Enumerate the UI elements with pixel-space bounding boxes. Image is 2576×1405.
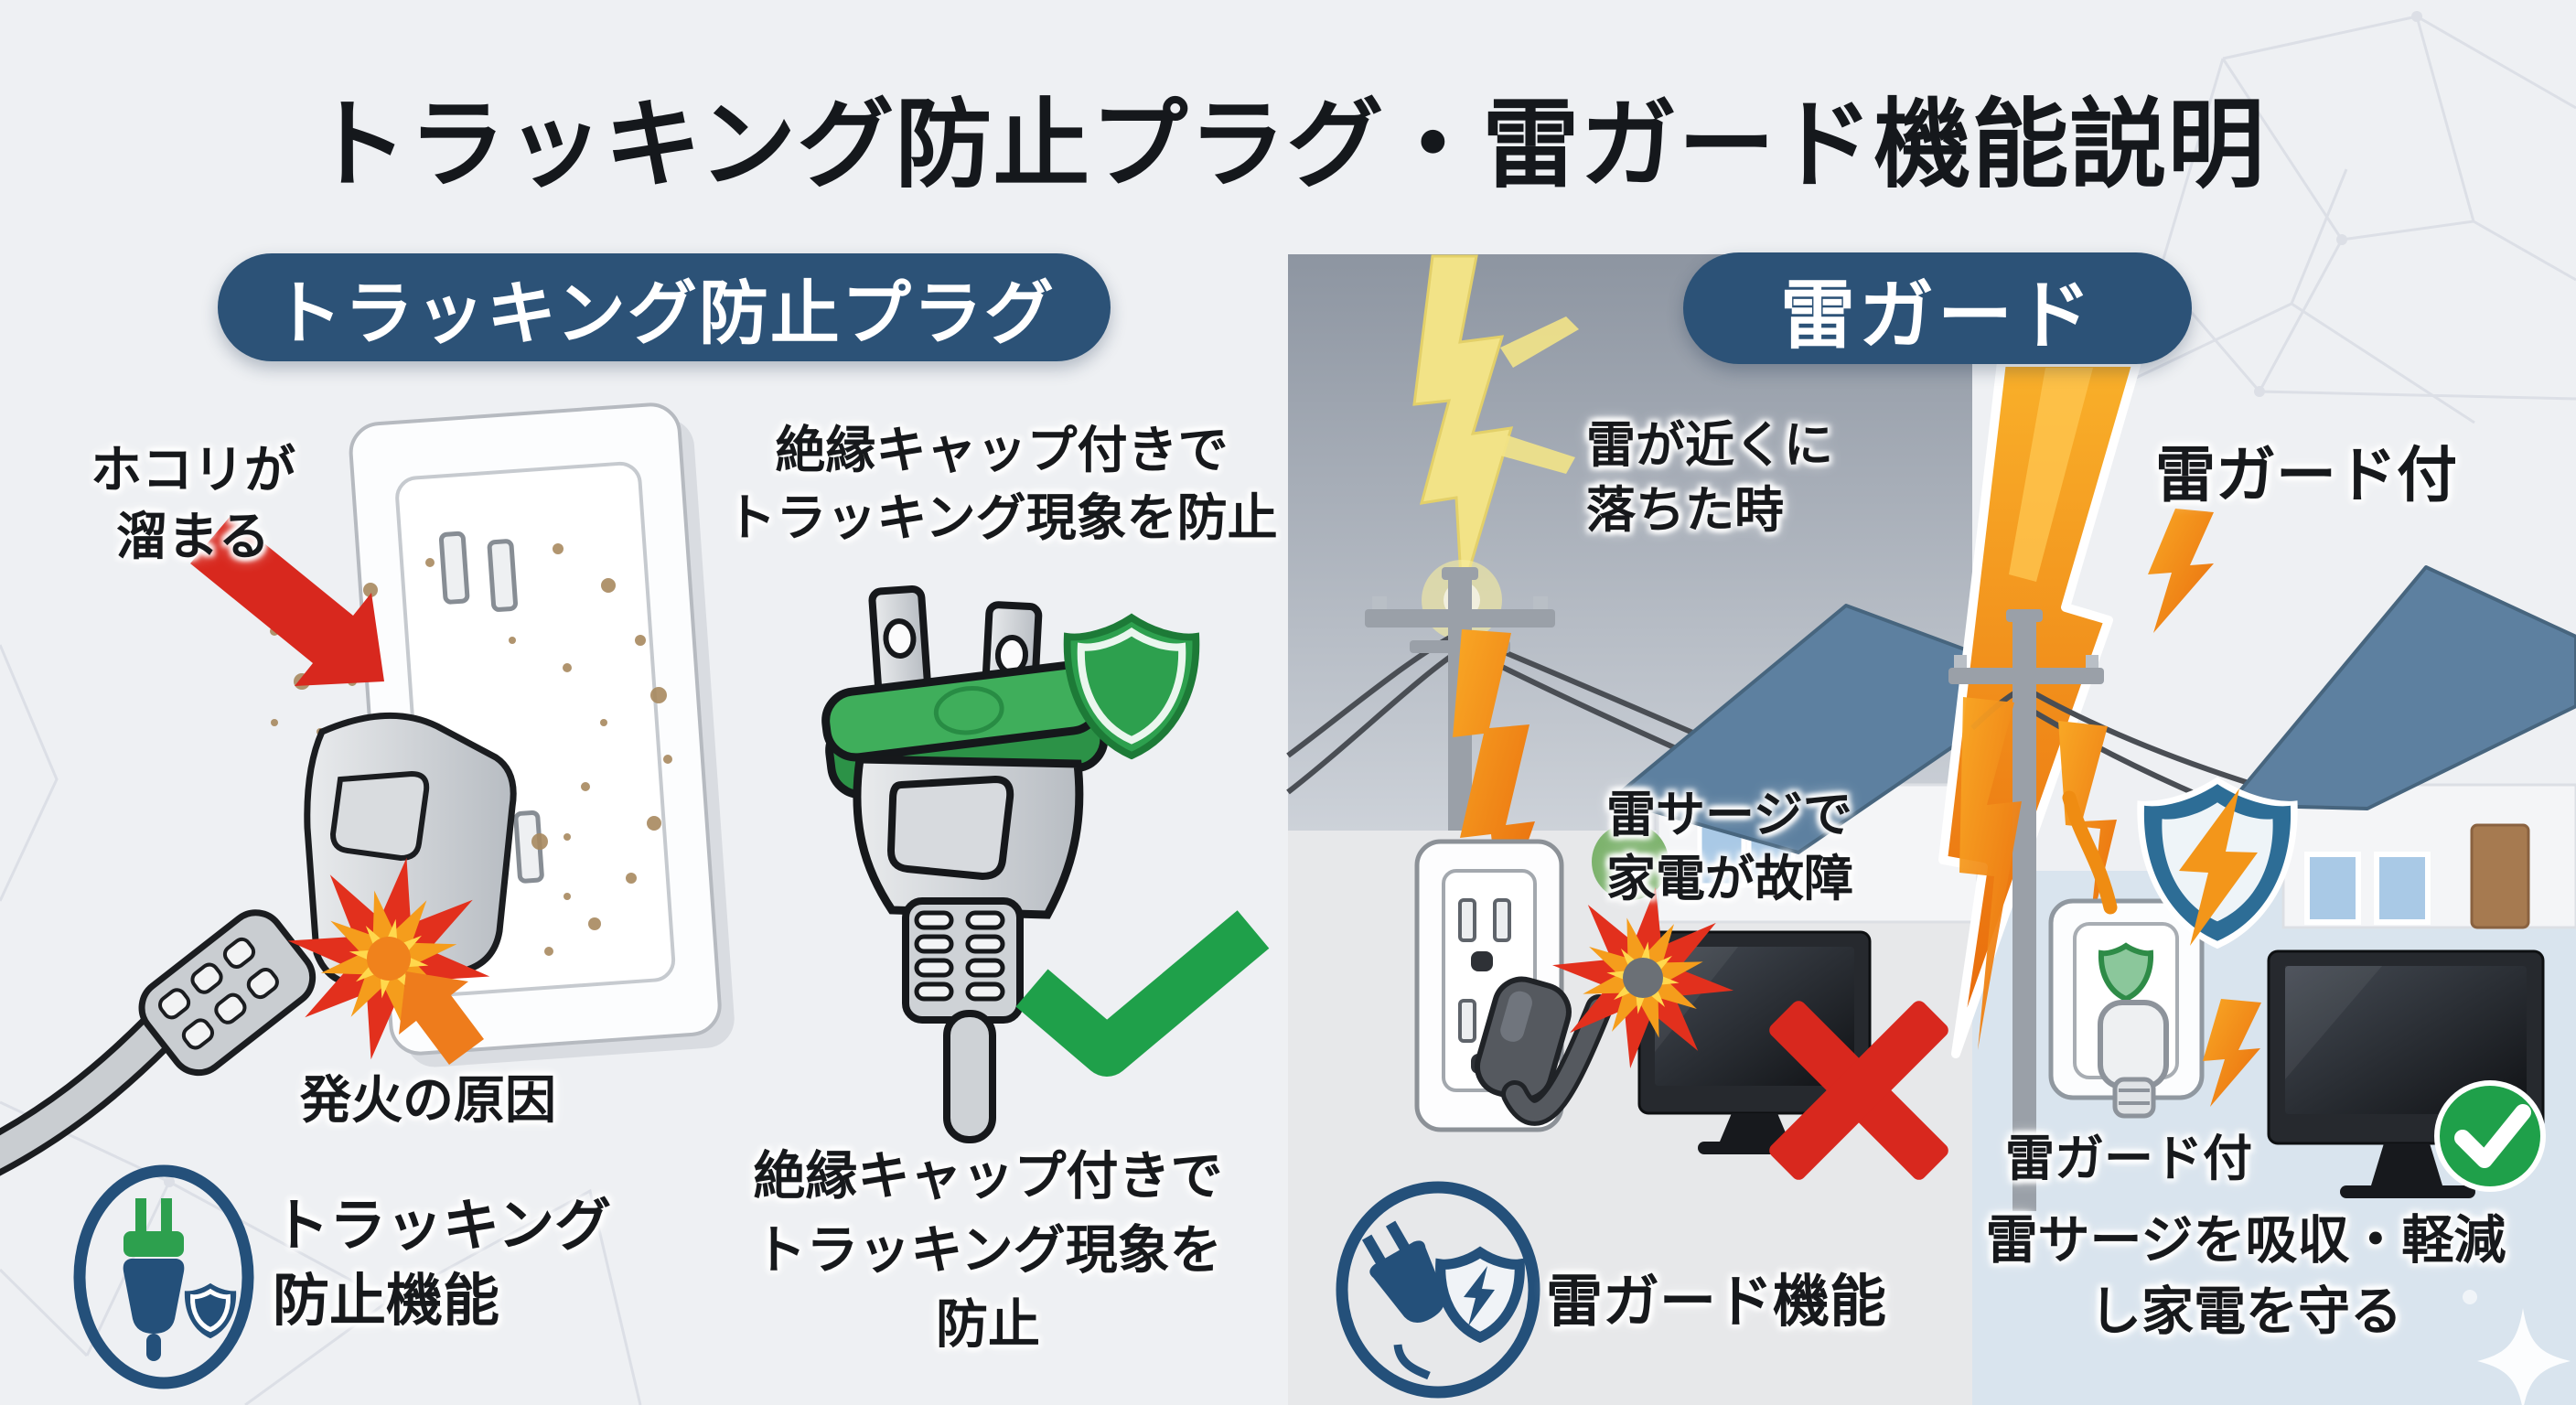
lightning-strike-label: 雷が近くに 落ちた時: [1586, 418, 1833, 539]
house: [1592, 604, 2051, 924]
power-plug-surge: [1475, 976, 1613, 1126]
surge-damage-label: 雷サージで 家電が故障: [1606, 788, 1853, 907]
section-header-tracking-plug-label: トラッキング防止プラグ: [273, 275, 1056, 353]
guarded-house-label: 雷ガード付: [2155, 441, 2457, 509]
spark-burst-icon: [270, 840, 508, 1078]
red-x-icon: [1769, 1001, 1948, 1180]
small-bolt-icon: [2148, 509, 2214, 633]
network-pattern: [0, 11, 2576, 1405]
tracking-feature-badge-label: トラッキング 防止機能: [273, 1195, 612, 1333]
dust-label: ホコリが 溜まる: [91, 441, 295, 565]
protect-note: 雷サージを吸収・軽減 し家電を守る: [1985, 1211, 2506, 1341]
sparkle-icon: [2463, 1290, 2571, 1405]
insulated-plug: [821, 585, 1109, 1143]
section-header-tracking-plug: トラッキング防止プラグ: [218, 253, 1111, 361]
green-check-icon: [1015, 910, 1270, 1077]
wall-outlet-guarded: [2048, 898, 2205, 1119]
lightning-guard-badge-icon: [1336, 1181, 1540, 1399]
green-check-badge-icon: [2434, 1080, 2546, 1192]
red-arrow-icon: [190, 516, 384, 686]
guarded-outlet-label: 雷ガード付: [2005, 1132, 2252, 1186]
surge-wire-icon: [2062, 790, 2118, 915]
fire-cause-label: 発火の原因: [300, 1071, 556, 1129]
cap-note-top: 絶縁キャップ付きで トラッキング現象を防止: [725, 422, 1278, 546]
surge-shield-icon: [2137, 777, 2298, 949]
bolt-at-pole-icon: [1959, 697, 2022, 1050]
surge-burst-icon: [1540, 874, 1746, 1081]
cap-note-bottom: 絶縁キャップ付きで トラッキング現象を 防止: [753, 1147, 1223, 1354]
section-header-lightning-guard: 雷ガード: [1683, 252, 2192, 364]
utility-pole-right: [1948, 609, 2104, 1211]
section-header-lightning-guard-label: 雷ガード: [1779, 273, 2095, 358]
page-title: トラッキング防止プラグ・雷ガード機能説明: [310, 91, 2266, 199]
lightning-guard-badge-label: 雷ガード機能: [1546, 1271, 1887, 1334]
orange-arrow-icon: [399, 971, 484, 1065]
plug-shield-badge-icon: [73, 1164, 254, 1389]
bush-icon: [1592, 823, 1669, 900]
small-bolt-reduced-icon: [2203, 999, 2261, 1107]
